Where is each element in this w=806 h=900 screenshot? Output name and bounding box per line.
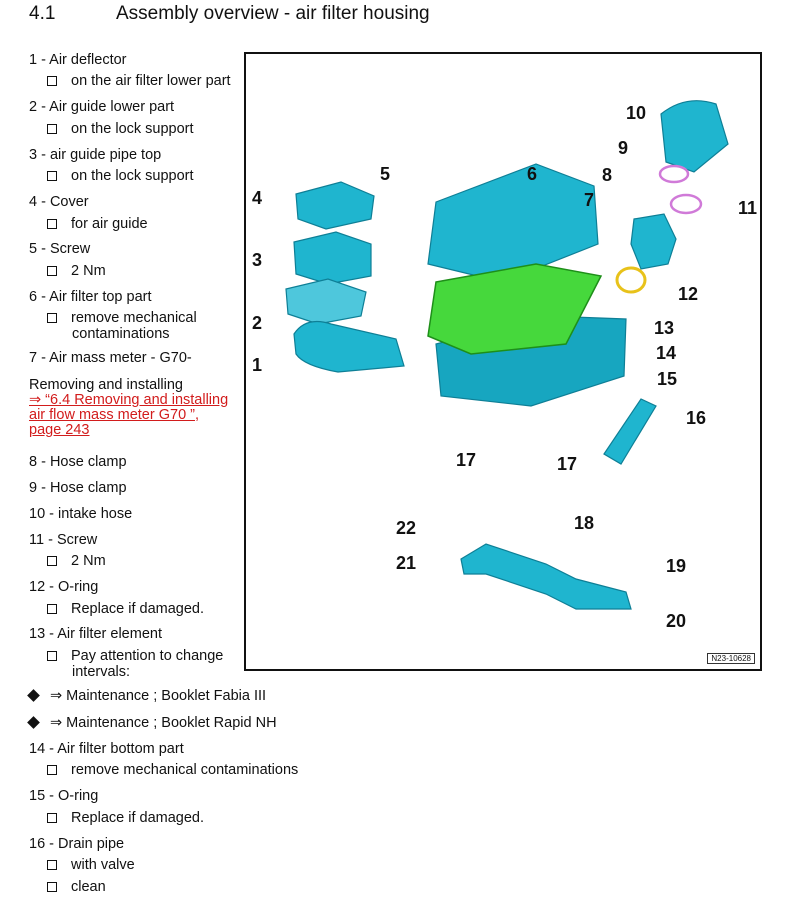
checkbox-bullet-icon <box>47 219 57 229</box>
item-5-note: 2 Nm <box>47 263 106 280</box>
callout-17b: 17 <box>557 454 577 474</box>
checkbox-bullet-icon <box>47 651 57 661</box>
intake-hose-part <box>660 100 729 173</box>
checkbox-bullet-icon <box>47 266 57 276</box>
callout-1: 1 <box>252 355 262 375</box>
page-title: Assembly overview - air filter housing <box>116 3 430 24</box>
section-number: 4.1 <box>29 3 56 24</box>
item-3-label: 3 - air guide pipe top <box>29 147 162 163</box>
callout-18: 18 <box>574 513 594 533</box>
callout-17a: 17 <box>456 450 476 470</box>
callout-20: 20 <box>666 611 686 631</box>
drain-pipe-part <box>603 398 657 465</box>
item-14-label: 14 - Air filter bottom part <box>29 741 184 757</box>
removal-link-line-2[interactable]: air flow mass meter G70 ”, <box>29 407 200 423</box>
callout-7: 7 <box>584 190 594 210</box>
item-2-label: 2 - Air guide lower part <box>29 99 175 115</box>
checkbox-bullet-icon <box>47 860 57 870</box>
air-guide-top-part <box>293 231 372 285</box>
checkbox-bullet-icon <box>47 556 57 566</box>
removal-link-line-3[interactable]: page 243 <box>29 422 90 438</box>
item-2-note: on the lock support <box>47 121 194 138</box>
item-4-note: for air guide <box>47 216 148 233</box>
callout-15: 15 <box>657 369 677 389</box>
item-1-label: 1 - Air deflector <box>29 52 127 68</box>
callout-12: 12 <box>678 284 698 304</box>
diamond-bullet-icon <box>27 716 40 729</box>
item-16-note-2: clean <box>47 879 106 896</box>
item-11-label: 11 - Screw <box>29 532 98 548</box>
maintenance-bullet-2: ⇒ Maintenance ; Booklet Rapid NH <box>27 715 277 732</box>
callout-6: 6 <box>527 164 537 184</box>
item-6-note: remove mechanical <box>47 310 197 327</box>
item-12-note: Replace if damaged. <box>47 601 204 618</box>
checkbox-bullet-icon <box>47 76 57 86</box>
figure-reference-code: N23-10628 <box>707 653 755 664</box>
exploded-view-figure: 4 3 2 1 5 6 7 8 9 10 11 12 13 14 15 16 1… <box>244 52 762 671</box>
exploded-view-drawing: 4 3 2 1 5 6 7 8 9 10 11 12 13 14 15 16 1… <box>252 100 757 631</box>
o-ring-12 <box>615 266 647 294</box>
callout-16: 16 <box>686 408 706 428</box>
checkbox-bullet-icon <box>47 124 57 134</box>
checkbox-bullet-icon <box>47 604 57 614</box>
item-7-label: 7 - Air mass meter - G70- <box>29 350 192 366</box>
item-9-label: 9 - Hose clamp <box>29 480 127 496</box>
callout-11: 11 <box>738 198 757 218</box>
callout-5: 5 <box>380 164 390 184</box>
callout-13: 13 <box>654 318 674 338</box>
item-15-note: Replace if damaged. <box>47 810 204 827</box>
callout-8: 8 <box>602 165 612 185</box>
checkbox-bullet-icon <box>47 171 57 181</box>
hose-clamp-9 <box>658 164 690 184</box>
item-3-note: on the lock support <box>47 168 194 185</box>
item-1-note: on the air filter lower part <box>47 73 231 90</box>
item-16-label: 16 - Drain pipe <box>29 836 125 852</box>
air-mass-meter-part <box>630 213 677 270</box>
item-11-note: 2 Nm <box>47 553 106 570</box>
callout-3: 3 <box>252 250 262 270</box>
callout-4: 4 <box>252 188 262 208</box>
hose-clamp-8 <box>669 193 703 215</box>
checkbox-bullet-icon <box>47 882 57 892</box>
callout-14: 14 <box>656 343 676 363</box>
air-filter-element <box>427 263 603 355</box>
item-4-label: 4 - Cover <box>29 194 89 210</box>
item-13-note-cont: intervals: <box>72 664 131 680</box>
removal-link[interactable]: ⇒ “6.4 Removing and installing air flow … <box>29 393 244 438</box>
item-7-instruction: Removing and installing <box>29 377 183 393</box>
callout-9: 9 <box>618 138 628 158</box>
checkbox-bullet-icon <box>47 313 57 323</box>
callout-10: 10 <box>626 103 646 123</box>
item-12-label: 12 - O-ring <box>29 579 99 595</box>
checkbox-bullet-icon <box>47 813 57 823</box>
item-14-note: remove mechanical contaminations <box>47 762 298 779</box>
callout-22: 22 <box>396 518 416 538</box>
item-6-label: 6 - Air filter top part <box>29 289 152 305</box>
maintenance-bullet-1: ⇒ Maintenance ; Booklet Fabia III <box>27 688 266 705</box>
item-10-label: 10 - intake hose <box>29 506 133 522</box>
lower-bracket-part <box>460 543 632 610</box>
checkbox-bullet-icon <box>47 765 57 775</box>
filter-top-part <box>427 163 599 283</box>
callout-21: 21 <box>396 553 416 573</box>
cover-part <box>295 181 375 230</box>
callout-19: 19 <box>666 556 686 576</box>
item-6-note-cont: contaminations <box>72 326 170 342</box>
removal-link-line-1[interactable]: ⇒ “6.4 Removing and installing <box>29 392 229 408</box>
air-deflector-part <box>293 321 405 373</box>
air-guide-lower-part <box>285 278 367 325</box>
item-15-label: 15 - O-ring <box>29 788 99 804</box>
item-8-label: 8 - Hose clamp <box>29 454 127 470</box>
item-13-note: Pay attention to change <box>47 648 223 665</box>
item-13-label: 13 - Air filter element <box>29 626 162 642</box>
item-16-note-1: with valve <box>47 857 135 874</box>
diamond-bullet-icon <box>27 689 40 702</box>
callout-2: 2 <box>252 313 262 333</box>
item-5-label: 5 - Screw <box>29 241 91 257</box>
